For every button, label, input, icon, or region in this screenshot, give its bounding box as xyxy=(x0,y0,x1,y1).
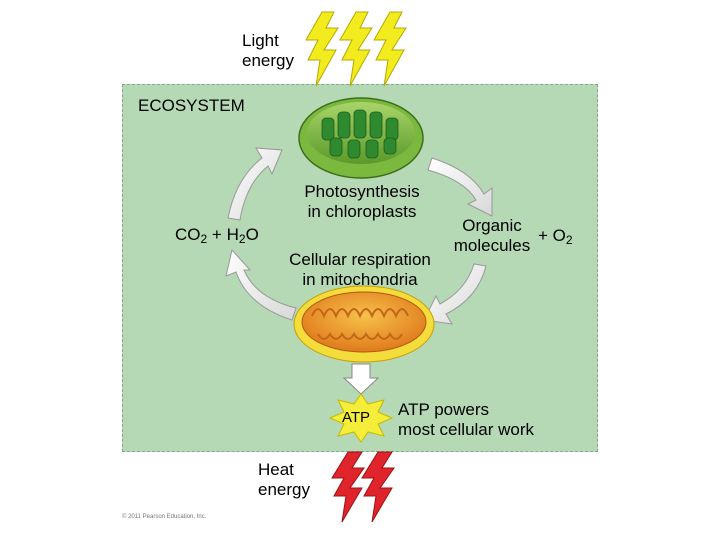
heat-energy-label: Heat energy xyxy=(258,460,310,500)
heat-line2: energy xyxy=(258,480,310,499)
h2o-o-text: O xyxy=(245,225,259,244)
light-energy-line1: Light xyxy=(242,31,279,50)
photosynthesis-line2: in chloroplasts xyxy=(307,202,417,221)
heat-bolts xyxy=(331,451,395,523)
light-energy-line2: energy xyxy=(242,51,294,70)
light-bolt-icon xyxy=(305,11,339,87)
respiration-label: Cellular respiration in mitochondria xyxy=(276,250,444,290)
atp-burst-icon xyxy=(328,393,394,443)
heat-bolt-icon xyxy=(331,451,365,523)
arrow-co2-to-chloroplast xyxy=(227,147,283,221)
down-arrow-icon xyxy=(342,363,380,395)
h2o-subscript: 2 xyxy=(238,232,246,246)
organic-molecules-label: Organic molecules xyxy=(446,216,538,256)
o2-text: O xyxy=(552,226,566,245)
chloroplast-icon xyxy=(298,97,424,179)
plus-sign: + xyxy=(211,225,222,244)
light-bolt-icon xyxy=(373,11,407,87)
organic-line1: Organic xyxy=(462,216,522,235)
light-energy-label: Light energy xyxy=(242,31,294,71)
mitochondrion-icon xyxy=(293,285,435,363)
co2-h2o-label: CO2 + H2O xyxy=(175,225,259,249)
organic-line2: molecules xyxy=(453,236,531,255)
co2-text: CO xyxy=(175,225,201,244)
o2-subscript: 2 xyxy=(565,233,573,247)
light-bolt-icon xyxy=(339,11,373,87)
photosynthesis-label: Photosynthesis in chloroplasts xyxy=(284,182,440,222)
co2-subscript: 2 xyxy=(200,232,208,246)
heat-bolt-icon xyxy=(361,451,395,523)
atp-label: ATP xyxy=(342,409,371,426)
h2o-text: H xyxy=(226,225,239,244)
ecosystem-label: ECOSYSTEM xyxy=(138,96,245,115)
respiration-line1: Cellular respiration xyxy=(289,250,431,269)
light-bolts xyxy=(305,11,407,87)
arrow-chloroplast-to-organic xyxy=(427,157,493,217)
heat-line1: Heat xyxy=(258,460,294,479)
arrow-mitochondria-to-co2 xyxy=(225,248,297,321)
atp-powers-line2: most cellular work xyxy=(398,420,535,439)
atp-powers-line1: ATP powers xyxy=(398,400,490,419)
o2-label: + O2 xyxy=(538,226,573,250)
copyright-notice: © 2011 Pearson Education, Inc. xyxy=(122,514,207,520)
atp-powers-label: ATP powers most cellular work xyxy=(398,400,534,440)
plus-sign-o2: + xyxy=(538,226,548,245)
respiration-line2: in mitochondria xyxy=(302,270,418,289)
photosynthesis-line1: Photosynthesis xyxy=(304,182,420,201)
